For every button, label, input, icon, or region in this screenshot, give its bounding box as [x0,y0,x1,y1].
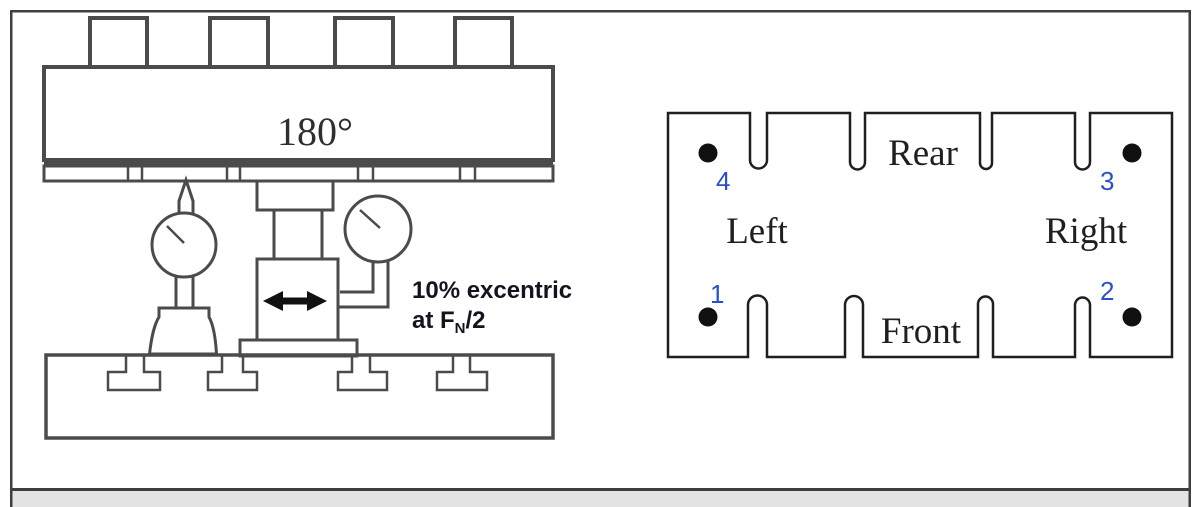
platen-rail [42,164,555,183]
t-slots [106,356,489,392]
position-dot-1 [698,307,718,327]
machine-table [44,353,555,440]
gauge-needle [359,209,381,229]
rail-dividers [126,166,477,181]
t-slot [206,356,259,392]
platen-angle-label: 180° [277,109,353,154]
frame-border-left [10,10,13,507]
label-front: Front [881,311,962,352]
position-dots [698,143,1142,327]
gauge-dial [150,211,218,279]
label-right: Right [1045,211,1128,252]
press-setup-diagram [42,16,555,440]
position-dot-4 [698,143,718,163]
label-rear: Rear [888,133,958,174]
top-block [88,16,149,69]
footer-strip [12,491,1189,507]
annotation-force-suffix: /2 [466,307,486,334]
annotation-force-prefix: at F [412,307,455,334]
position-numbers: 4 3 1 2 [710,166,1114,309]
annotation-force-subscript: N [455,320,466,337]
frame-border-top [10,10,1191,13]
platen-bottom-band [44,159,553,166]
position-dot-3 [1122,143,1142,163]
gauge-arm [340,258,375,294]
t-slot [106,356,162,392]
gauge-needle [166,225,185,244]
frame-divider-bottom [10,488,1191,491]
gauge-dial [343,194,413,264]
position-dot-2 [1122,307,1142,327]
gauge-spindle [177,175,195,218]
top-block [453,16,514,69]
frame-border-right [1188,10,1191,507]
platen-top-view-diagram [666,111,1174,359]
top-block [333,16,395,69]
dial-gauge-left [147,175,219,356]
upper-adapter-block [255,179,335,212]
position-number-3: 3 [1100,166,1114,196]
position-number-2: 2 [1100,276,1114,306]
side-labels: Rear Front Left Right [726,133,1128,352]
t-slot [435,356,489,392]
gauge-arm [339,258,390,309]
position-number-1: 1 [710,279,724,309]
eccentric-annotation-line1: 10% excentric [412,277,572,304]
gauge-base [147,306,219,356]
eccentricity-arrow [263,291,327,311]
position-number-4: 4 [716,166,730,196]
eccentric-annotation-line2: at FN/2 [412,307,486,337]
slotted-plate-outline [666,111,1174,359]
t-slot [336,356,389,392]
figure-frame [10,10,1191,507]
loading-column [272,208,324,261]
label-left: Left [726,211,788,252]
dial-gauge-right [339,194,413,309]
top-block [208,16,270,69]
